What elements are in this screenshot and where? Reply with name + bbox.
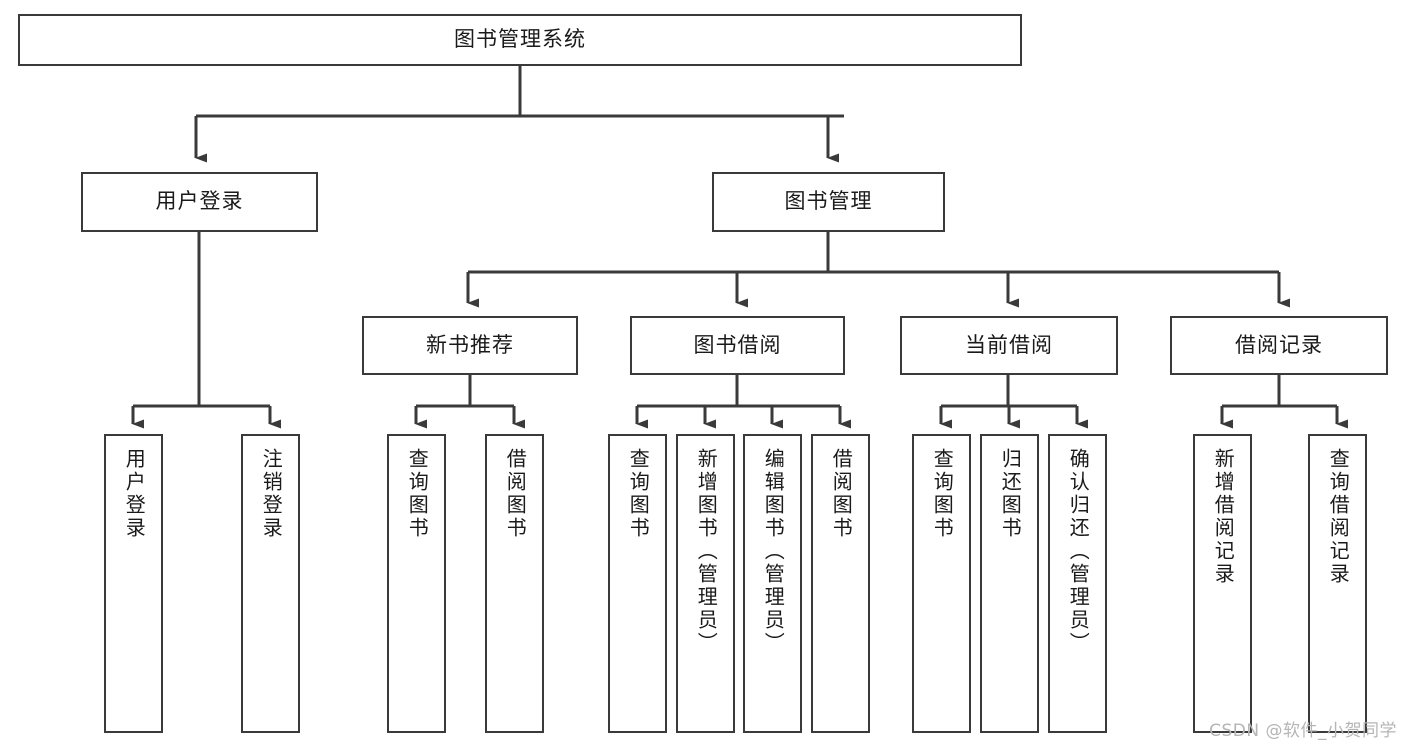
node-new-book-recommend[interactable]: 新书推荐 xyxy=(362,316,578,375)
leaf-confirm-return-admin[interactable]: 确认归还（管理员） xyxy=(1048,434,1107,733)
node-new-book-recommend-label: 新书推荐 xyxy=(426,332,514,357)
leaf-query-borrow-record-label: 查询借阅记录 xyxy=(1326,448,1351,586)
leaf-query-borrow-record[interactable]: 查询借阅记录 xyxy=(1308,434,1367,733)
leaf-query-book-recommend-label: 查询图书 xyxy=(405,448,430,540)
leaf-query-book-current[interactable]: 查询图书 xyxy=(912,434,971,733)
leaf-logout[interactable]: 注销登录 xyxy=(241,434,300,733)
leaf-add-borrow-record-label: 新增借阅记录 xyxy=(1211,448,1236,586)
watermark: CSDN @软件_小贺同学 xyxy=(1209,721,1397,741)
leaf-query-book-current-label: 查询图书 xyxy=(930,448,955,540)
node-root-label: 图书管理系统 xyxy=(454,27,586,52)
leaf-add-book-admin-label: 新增图书（管理员） xyxy=(694,448,719,655)
leaf-user-login[interactable]: 用户登录 xyxy=(104,434,163,733)
node-borrow-record[interactable]: 借阅记录 xyxy=(1170,316,1388,375)
leaf-borrow-book-recommend-label: 借阅图书 xyxy=(503,448,528,540)
leaf-user-login-label: 用户登录 xyxy=(122,448,147,540)
leaf-return-book[interactable]: 归还图书 xyxy=(980,434,1039,733)
node-current-borrow-label: 当前借阅 xyxy=(965,332,1053,357)
node-user-login-label: 用户登录 xyxy=(155,189,244,214)
node-root[interactable]: 图书管理系统 xyxy=(18,14,1022,66)
leaf-edit-book-admin-label: 编辑图书（管理员） xyxy=(761,448,786,655)
node-book-borrow-label: 图书借阅 xyxy=(693,332,782,357)
leaf-return-book-label: 归还图书 xyxy=(998,448,1023,540)
leaf-query-book-borrow-label: 查询图书 xyxy=(626,448,651,540)
node-current-borrow[interactable]: 当前借阅 xyxy=(900,316,1118,375)
leaf-borrow-book[interactable]: 借阅图书 xyxy=(811,434,870,733)
leaf-edit-book-admin[interactable]: 编辑图书（管理员） xyxy=(743,434,802,733)
leaf-borrow-book-label: 借阅图书 xyxy=(829,448,854,540)
leaf-query-book-recommend[interactable]: 查询图书 xyxy=(387,434,446,733)
leaf-borrow-book-recommend[interactable]: 借阅图书 xyxy=(485,434,544,733)
leaf-confirm-return-admin-label: 确认归还（管理员） xyxy=(1066,448,1091,655)
node-book-borrow[interactable]: 图书借阅 xyxy=(630,316,845,375)
leaf-logout-label: 注销登录 xyxy=(259,448,284,540)
node-borrow-record-label: 借阅记录 xyxy=(1235,332,1323,357)
leaf-query-book-borrow[interactable]: 查询图书 xyxy=(608,434,667,733)
node-book-management-label: 图书管理 xyxy=(784,189,873,214)
leaf-add-borrow-record[interactable]: 新增借阅记录 xyxy=(1193,434,1252,733)
node-book-management[interactable]: 图书管理 xyxy=(712,172,945,232)
leaf-add-book-admin[interactable]: 新增图书（管理员） xyxy=(676,434,735,733)
node-user-login[interactable]: 用户登录 xyxy=(81,172,318,232)
